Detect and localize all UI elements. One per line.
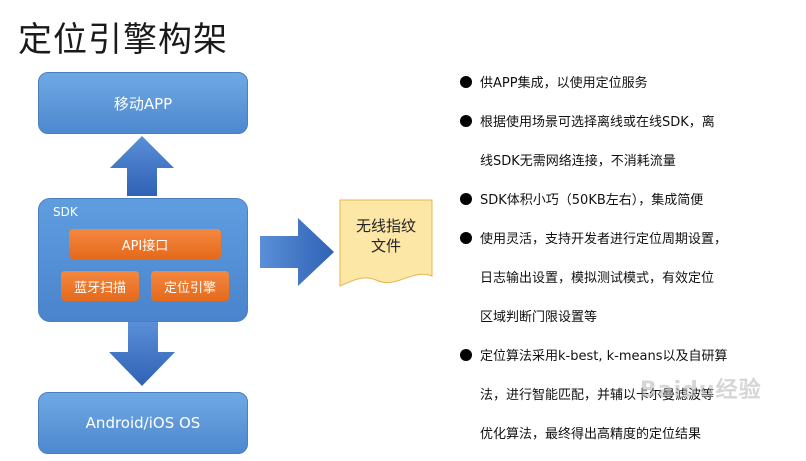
list-item-line: 优化算法，最终得出高精度的定位结果 — [480, 427, 702, 442]
sdk-label: SDK — [53, 205, 78, 219]
right-arrow — [260, 218, 334, 286]
list-item: 供APP集成，以使用定位服务 — [458, 64, 788, 103]
list-item-line: 法，进行智能匹配，并辅以卡尔曼滤波等 — [480, 388, 715, 403]
down-arrow — [109, 322, 175, 386]
list-item-line: 区域判断门限设置等 — [480, 310, 598, 325]
list-item: 根据使用场景可选择离线或在线SDK，离 线SDK无需网络连接，不消耗流量 — [458, 103, 788, 181]
mobile-app-label: 移动APP — [113, 94, 173, 113]
document-label: 无线指纹 文件 — [340, 216, 432, 256]
list-item-line: 线SDK无需网络连接，不消耗流量 — [480, 154, 676, 169]
list-item: SDK体积小巧（50KB左右），集成简便 — [458, 181, 788, 220]
bullet-dot-icon — [460, 193, 472, 205]
api-box: API接口 — [69, 229, 221, 259]
document-line: 文件 — [370, 237, 401, 255]
list-item-line: 供APP集成，以使用定位服务 — [480, 76, 648, 91]
bullet-dot-icon — [460, 232, 472, 244]
list-item-line: SDK体积小巧（50KB左右），集成简便 — [480, 193, 704, 208]
api-label: API接口 — [121, 238, 169, 254]
bullet-dot-icon — [460, 349, 472, 361]
list-item-line: 根据使用场景可选择离线或在线SDK，离 — [480, 115, 715, 130]
page-title: 定位引擎构架 — [18, 20, 228, 60]
up-arrow — [110, 136, 174, 196]
bullet-dot-icon — [460, 115, 472, 127]
list-item-line: 日志输出设置，模拟测试模式，有效定位 — [480, 271, 715, 286]
positioning-engine-box: 定位引擎 — [151, 271, 229, 301]
bluetooth-scan-label: 蓝牙扫描 — [73, 280, 126, 296]
positioning-engine-label: 定位引擎 — [163, 280, 216, 296]
os-box: Android/iOS OS — [38, 392, 248, 454]
sdk-box: SDK API接口 蓝牙扫描 定位引擎 — [38, 198, 248, 322]
list-item-line: 定位算法采用k-best, k-means以及自研算 — [480, 349, 728, 364]
document-shape — [339, 199, 433, 287]
bullet-dot-icon — [460, 76, 472, 88]
list-item: 定位算法采用k-best, k-means以及自研算 法，进行智能匹配，并辅以卡… — [458, 337, 788, 454]
list-item-line: 使用灵活，支持开发者进行定位周期设置， — [480, 232, 728, 247]
bluetooth-scan-box: 蓝牙扫描 — [61, 271, 139, 301]
list-item: 使用灵活，支持开发者进行定位周期设置， 日志输出设置，模拟测试模式，有效定位 区… — [458, 220, 788, 337]
os-label: Android/iOS OS — [85, 414, 201, 432]
document-line: 无线指纹 — [355, 217, 416, 235]
feature-list: 供APP集成，以使用定位服务 根据使用场景可选择离线或在线SDK，离 线SDK无… — [458, 64, 788, 454]
watermark: Baidu经验 — [640, 378, 762, 403]
mobile-app-box: 移动APP — [38, 72, 248, 134]
